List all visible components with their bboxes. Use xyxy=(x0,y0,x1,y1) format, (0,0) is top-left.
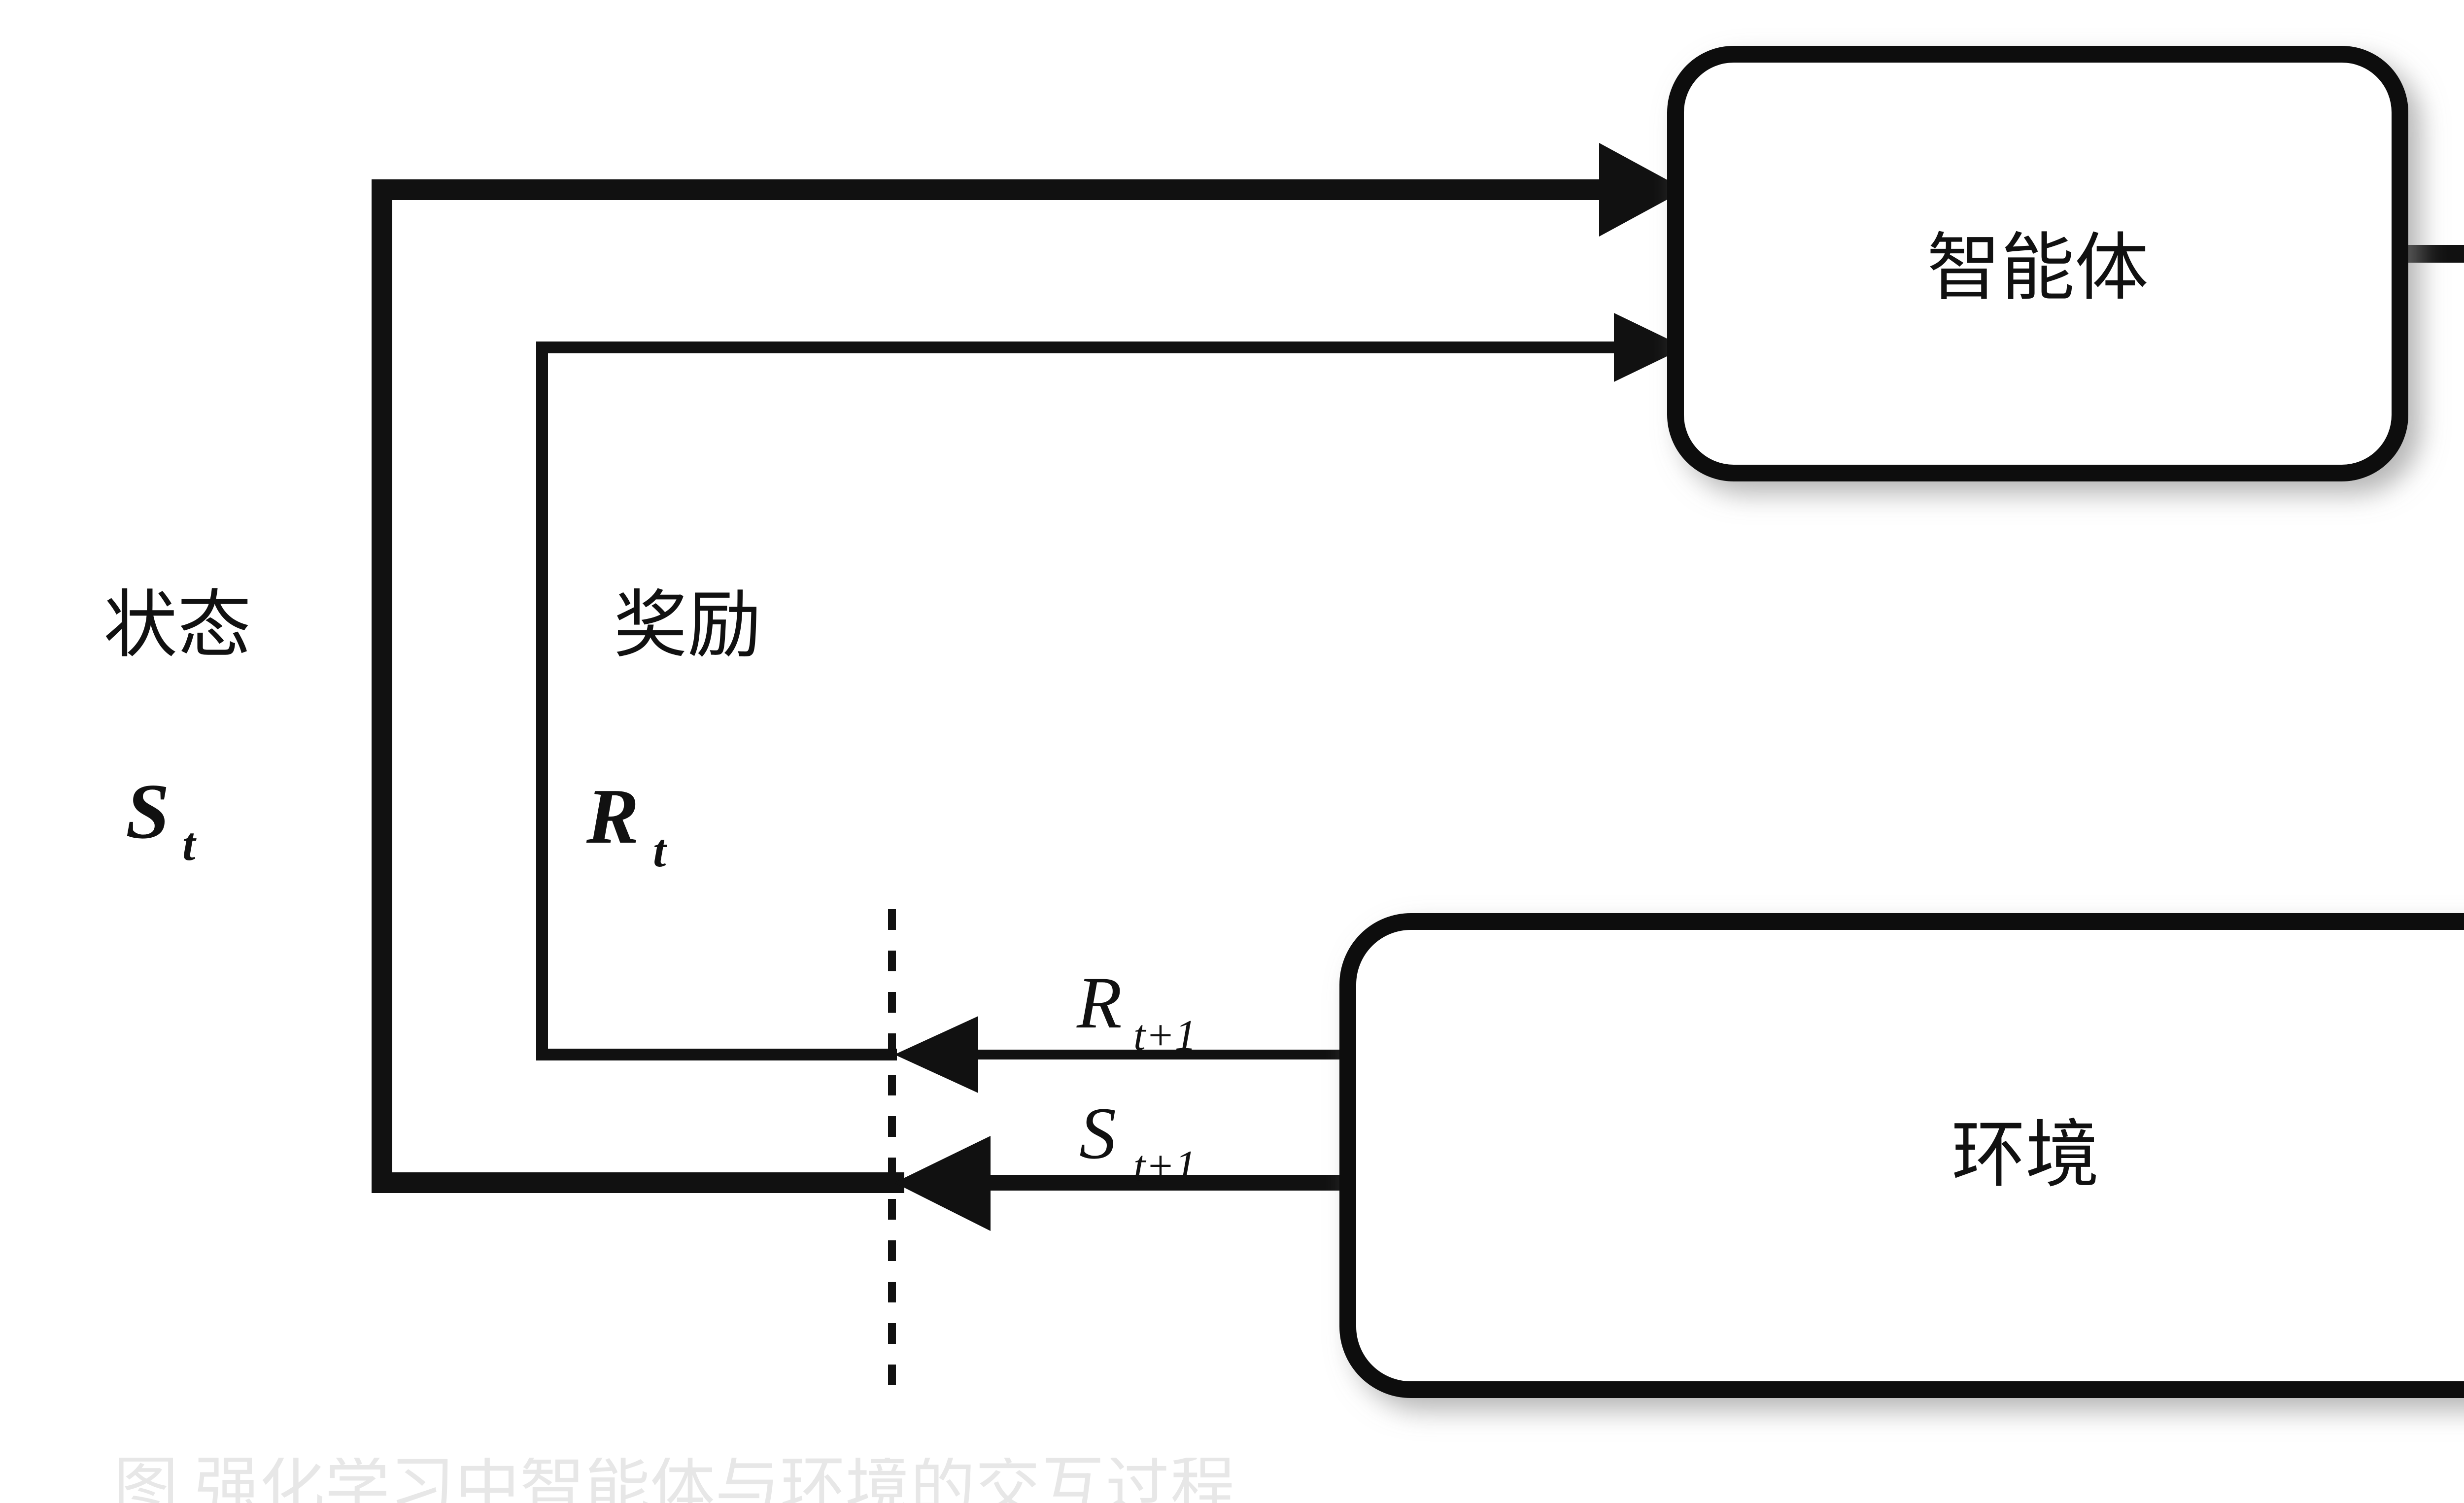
reward-next-subscript-label: t+1 xyxy=(1133,1012,1197,1059)
reward-path-line xyxy=(536,342,1621,1060)
label-reward-next: R t+1 xyxy=(1076,962,1197,1059)
state-next-subscript-label: t+1 xyxy=(1133,1142,1197,1190)
label-state-next: S t+1 xyxy=(1079,1093,1197,1190)
node-agent[interactable]: 智能体 xyxy=(1667,46,2408,481)
edge-state-to-agent xyxy=(372,143,1685,1193)
state-next-symbol-label: S xyxy=(1079,1093,1116,1174)
edge-reward-next xyxy=(894,1016,1348,1093)
edge-reward-to-agent xyxy=(536,313,1685,1060)
agent-box-label: 智能体 xyxy=(1927,228,2149,309)
label-reward: 奖励 R t xyxy=(586,585,761,877)
state-subscript-label: t xyxy=(182,818,197,870)
state-symbol-label: S xyxy=(126,767,170,855)
node-environment[interactable]: 环境 xyxy=(1339,913,2464,1398)
reward-subscript-label: t xyxy=(653,824,667,877)
reward-next-arrowhead-icon xyxy=(894,1016,978,1093)
reward-cjk-label: 奖励 xyxy=(614,585,761,667)
environment-box-shape xyxy=(1339,913,2464,1398)
label-state: 状态 S t xyxy=(103,585,251,870)
edge-state-next xyxy=(894,1136,1348,1231)
state-arrowhead-icon xyxy=(1599,143,1685,237)
reward-arrowhead-icon xyxy=(1614,313,1685,382)
state-next-arrowhead-icon xyxy=(894,1136,991,1231)
agent-box-shape xyxy=(1667,46,2408,481)
reward-next-symbol-label: R xyxy=(1076,962,1122,1044)
state-cjk-label: 状态 xyxy=(103,585,251,667)
environment-box-label: 环境 xyxy=(1951,1115,2099,1196)
reward-symbol-label: R xyxy=(586,772,639,860)
state-path-line xyxy=(372,179,1616,1193)
